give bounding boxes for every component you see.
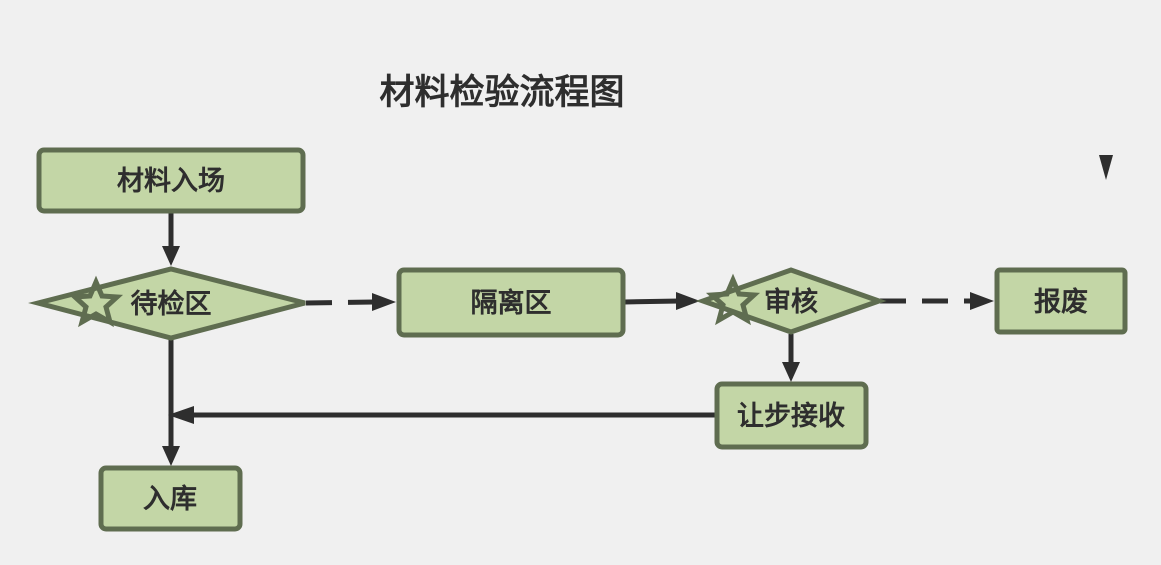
edge-quarantine-to-review [623, 298, 681, 305]
node-pending-inspection-label: 待检区 [131, 288, 212, 320]
node-quarantine [396, 267, 626, 338]
node-quarantine-label: 隔离区 [471, 287, 552, 319]
star-icon [705, 273, 761, 326]
node-review-label: 审核 [764, 286, 818, 318]
node-scrap [994, 267, 1128, 335]
arrowhead-review-to-concession [782, 362, 800, 382]
arrowhead-pending-to-quarantine [372, 293, 396, 311]
star-icon [68, 275, 124, 328]
triangle-marker-icon [1099, 155, 1113, 180]
node-material-entry [36, 147, 306, 214]
arrowhead-entry-to-pending [162, 246, 180, 266]
edge-pending-to-quarantine [305, 299, 379, 306]
node-material-entry-label: 材料入场 [117, 166, 225, 197]
arrowhead-review-to-scrap [970, 292, 994, 310]
diagram-title: 材料检验流程图 [379, 73, 624, 113]
arrowhead-pending-to-warehouse [162, 446, 180, 466]
node-concession-accept-label: 让步接收 [737, 401, 845, 432]
node-scrap-label: 报废 [1034, 286, 1088, 318]
arrowhead-quarantine-to-review [676, 292, 700, 310]
node-warehouse [98, 465, 243, 532]
node-concession-accept [714, 381, 869, 450]
arrowhead-concession-to-warehouse [168, 406, 194, 424]
node-pending-inspection [28, 266, 306, 341]
node-warehouse-label: 入库 [143, 484, 197, 515]
